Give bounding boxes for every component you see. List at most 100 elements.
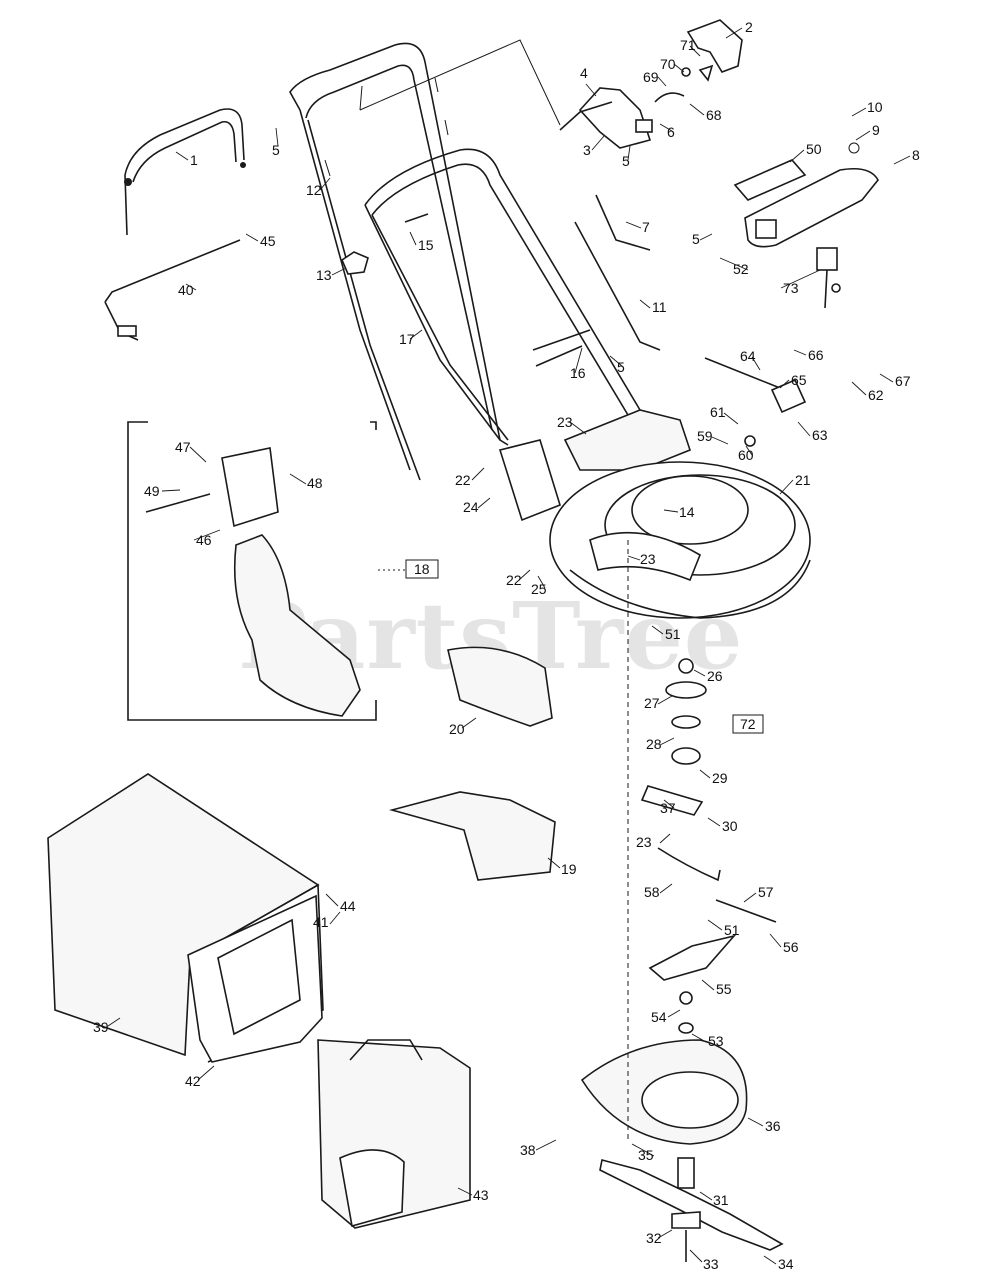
callout: 45 bbox=[260, 233, 276, 249]
leader-line bbox=[319, 177, 331, 191]
callout: 17 bbox=[399, 331, 415, 347]
leader-line bbox=[699, 769, 711, 779]
callout: 39 bbox=[93, 1019, 109, 1035]
leader-line bbox=[879, 373, 894, 383]
callout: 50 bbox=[806, 141, 822, 157]
leader-line bbox=[329, 911, 341, 925]
leader-line bbox=[851, 107, 867, 117]
callout: 3 bbox=[583, 142, 591, 158]
callout: 67 bbox=[895, 373, 911, 389]
lower-handle bbox=[364, 148, 641, 441]
handle-bracket bbox=[559, 19, 743, 149]
discharge-chute bbox=[388, 791, 556, 881]
battery-pack bbox=[733, 159, 807, 201]
callout: 29 bbox=[712, 770, 728, 786]
callout: 2 bbox=[745, 19, 753, 35]
boxed-callout-18: 18 bbox=[405, 559, 439, 579]
callout: 69 bbox=[643, 69, 659, 85]
mower-deck bbox=[498, 409, 811, 619]
callout: 48 bbox=[307, 475, 323, 491]
callout: 1 bbox=[190, 152, 198, 168]
leader-line bbox=[193, 529, 221, 541]
callout: 21 bbox=[795, 472, 811, 488]
callout: 10 bbox=[867, 99, 883, 115]
callout: 14 bbox=[679, 504, 695, 520]
callout: 37 bbox=[660, 800, 676, 816]
leader-line bbox=[175, 151, 189, 161]
callout: 5 bbox=[617, 359, 625, 375]
callout: 46 bbox=[196, 532, 212, 548]
leader-line bbox=[701, 979, 715, 991]
callout: 66 bbox=[808, 347, 824, 363]
leader-line bbox=[185, 283, 197, 291]
leader-line bbox=[663, 509, 679, 513]
leader-line bbox=[659, 123, 673, 132]
leader-line bbox=[893, 155, 911, 165]
leader-line bbox=[477, 497, 491, 509]
leader-line bbox=[471, 467, 485, 481]
leader-line bbox=[693, 669, 706, 677]
callout: 51 bbox=[665, 626, 681, 642]
leader-line bbox=[851, 381, 867, 396]
callout: 32 bbox=[646, 1230, 662, 1246]
callout: 20 bbox=[449, 721, 465, 737]
leader-line bbox=[659, 737, 675, 746]
callout: 5 bbox=[272, 142, 280, 158]
callout: 35 bbox=[638, 1147, 654, 1163]
leader-line bbox=[189, 446, 207, 463]
leader-line bbox=[663, 799, 675, 809]
callout: 26 bbox=[707, 668, 723, 684]
leader-line bbox=[779, 479, 794, 495]
leader-line bbox=[689, 45, 701, 57]
leader-line bbox=[585, 83, 597, 97]
lower-deck bbox=[580, 1039, 748, 1145]
callout: 41 bbox=[313, 914, 329, 930]
callout: 65 bbox=[791, 372, 807, 388]
callout: 6 bbox=[667, 124, 675, 140]
drive-cable bbox=[104, 239, 241, 341]
leader-line bbox=[107, 1017, 121, 1027]
leader-line bbox=[289, 473, 307, 485]
leader-line bbox=[627, 555, 641, 561]
leader-line bbox=[723, 412, 739, 425]
callout: 49 bbox=[144, 483, 160, 499]
leader-line bbox=[651, 625, 664, 635]
callout: 7 bbox=[642, 219, 650, 235]
callout: 40 bbox=[178, 282, 194, 298]
height-adjust-bracket bbox=[704, 283, 841, 447]
leader-line bbox=[779, 379, 790, 389]
leader-line bbox=[689, 1249, 703, 1263]
callout: 30 bbox=[722, 818, 738, 834]
handle-outline-lines bbox=[359, 39, 561, 126]
leader-line bbox=[537, 575, 546, 589]
leader-line bbox=[197, 1065, 215, 1081]
leader-line bbox=[743, 892, 757, 903]
leader-line bbox=[569, 421, 587, 435]
callout: 55 bbox=[716, 981, 732, 997]
callout: 23 bbox=[640, 551, 656, 567]
callout: 31 bbox=[713, 1192, 729, 1208]
callout: 23 bbox=[636, 834, 652, 850]
rod-long bbox=[574, 221, 661, 351]
callout: 73 bbox=[783, 280, 799, 296]
blade bbox=[599, 1157, 784, 1262]
upper-handle bbox=[289, 42, 509, 481]
boxed-callout-label: 18 bbox=[414, 561, 430, 577]
knob bbox=[341, 251, 369, 275]
callout: 42 bbox=[185, 1073, 201, 1089]
leader-line bbox=[325, 893, 339, 907]
blade-stack bbox=[640, 658, 777, 1034]
callout: 28 bbox=[646, 736, 662, 752]
starter-module bbox=[744, 142, 879, 248]
callout: 47 bbox=[175, 439, 191, 455]
leader-line bbox=[673, 63, 685, 73]
leader-line bbox=[591, 135, 605, 151]
leader-line bbox=[461, 717, 477, 729]
leader-line bbox=[751, 356, 761, 371]
leader-line bbox=[409, 231, 417, 246]
callout: 23 bbox=[557, 414, 573, 430]
leader-line bbox=[518, 569, 531, 581]
callout: 5 bbox=[622, 153, 630, 169]
callout: 19 bbox=[561, 861, 577, 877]
